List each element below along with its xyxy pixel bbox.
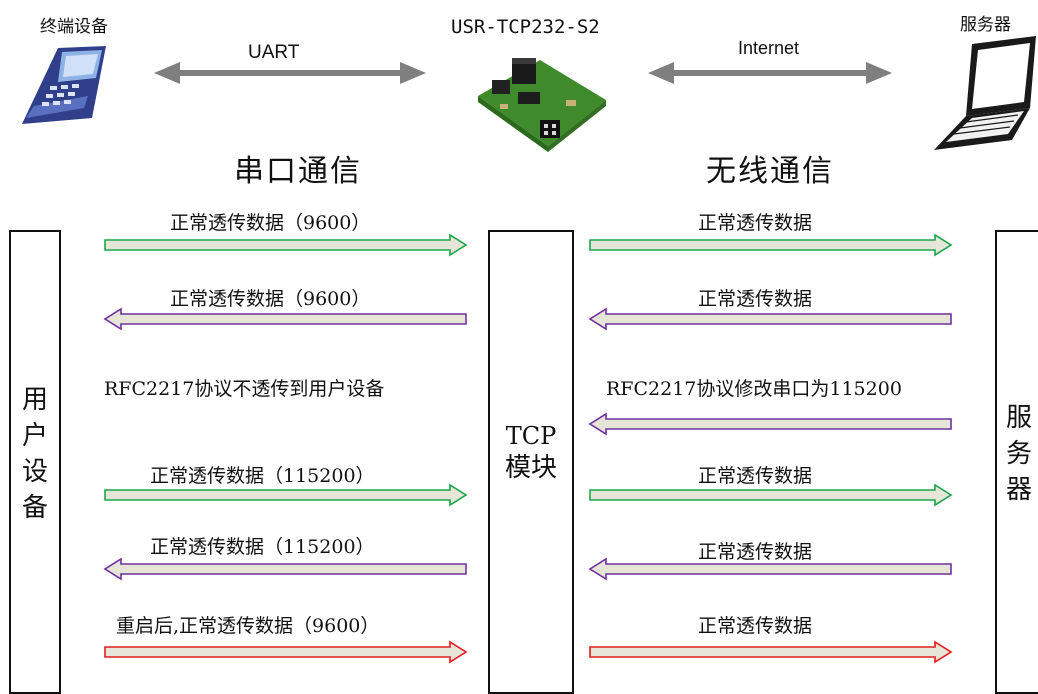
serial-communication-title: 串口通信 [234,154,362,189]
user-device-char: 用 [21,385,48,415]
server-char: 服 [1005,403,1032,433]
right-message-arrow [589,233,953,257]
right-message-label: RFC2217协议修改串口为115200 [606,378,902,400]
left-message-arrow [104,233,468,257]
user-device-vertical-label: 用 户 设 备 [11,382,59,526]
right-message-label: 正常透传数据 [698,465,813,487]
left-message-label: 重启后,正常透传数据（9600） [116,615,380,637]
uart-label: UART [248,42,300,63]
user-device-char: 备 [21,493,48,523]
server-top-label: 服务器 [960,15,1011,35]
tcp-module-vertical-label: TCP 模块 [490,420,572,484]
header-graphics [22,36,1036,152]
left-message-arrow [104,483,468,507]
uart-link-arrow [154,62,426,84]
user-device-column: 用 户 设 备 [9,230,61,694]
right-message-label: 正常透传数据 [698,541,813,563]
left-message-label: 正常透传数据（9600） [170,212,371,234]
server-column: 服 务 器 [995,230,1038,694]
tcp-module-column: TCP 模块 [488,230,574,694]
user-device-char: 设 [21,457,48,487]
tcp-module-text: TCP [505,422,557,450]
laptop-icon [934,36,1036,150]
user-device-char: 户 [21,421,48,451]
left-message-label: RFC2217协议不透传到用户设备 [104,378,385,400]
right-message-label: 正常透传数据 [698,288,813,310]
internet-link-arrow [648,62,892,84]
left-message-label: 正常透传数据（115200） [150,465,375,487]
left-message-label: 正常透传数据（115200） [150,536,375,558]
right-message-arrow [589,640,953,664]
right-message-label: 正常透传数据 [698,615,813,637]
right-message-arrow [588,557,952,581]
terminal-device-label: 终端设备 [40,17,108,37]
left-message-arrow [103,307,467,331]
handheld-terminal-icon [22,46,106,124]
server-vertical-label: 服 务 器 [997,400,1038,508]
right-message-arrow [588,307,952,331]
server-char: 务 [1005,439,1032,469]
tcp-module-board-icon [478,58,606,152]
internet-label: Internet [738,38,800,58]
right-message-arrow [589,483,953,507]
left-message-arrow [104,640,468,664]
right-message-arrow [588,412,952,436]
server-char: 器 [1005,475,1032,505]
left-message-arrow [103,557,467,581]
right-message-label: 正常透传数据 [698,212,813,234]
tcp-module-text: 模块 [504,453,557,483]
module-name-label: USR-TCP232-S2 [451,16,600,38]
wireless-communication-title: 无线通信 [706,154,834,189]
message-arrows [103,233,953,664]
left-message-label: 正常透传数据（9600） [170,288,371,310]
